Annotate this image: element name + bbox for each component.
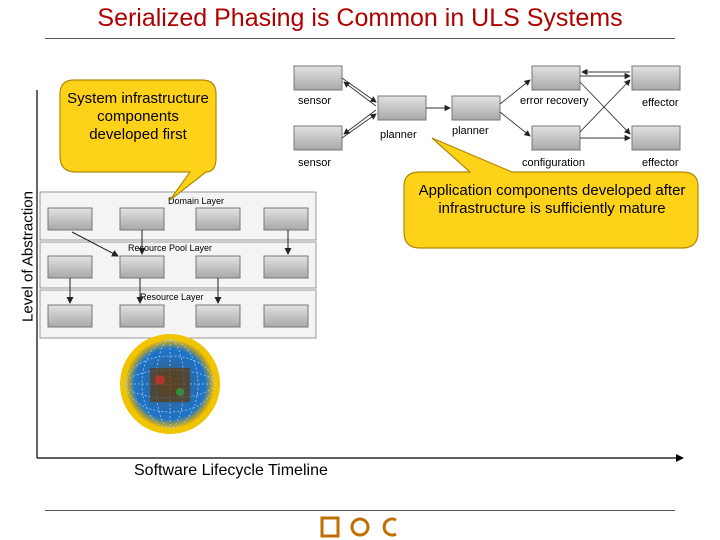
- error-recovery-label: error recovery: [520, 95, 589, 107]
- domain-component: [195, 207, 241, 231]
- layer-arrow: [71, 231, 119, 257]
- resource-pool-component: [47, 255, 93, 279]
- effector-bottom-box: [631, 125, 681, 151]
- domain-component: [263, 207, 309, 231]
- planner-right-label: planner: [452, 125, 489, 137]
- sensor-top-label: sensor: [298, 95, 331, 107]
- infrastructure-callout: [59, 79, 217, 201]
- domain-component: [47, 207, 93, 231]
- sensor-bottom-box: [293, 125, 343, 151]
- planner-left-label: planner: [380, 129, 417, 141]
- x-axis-arrow: [676, 454, 684, 462]
- resource-pool-component: [195, 255, 241, 279]
- doc-logo: [320, 516, 397, 538]
- app-diagram: sensor sensor planner planner error reco…: [293, 65, 681, 169]
- resource-pool-component: [263, 255, 309, 279]
- effector-bottom-label: effector: [642, 157, 679, 169]
- sensor-bottom-label: sensor: [298, 157, 331, 169]
- domain-component: [119, 207, 165, 231]
- resource-component: [195, 304, 241, 328]
- layer-stack: Domain Layer Resource Pool Layer Resourc…: [39, 191, 317, 339]
- error-recovery-box: [531, 65, 581, 91]
- resource-component: [47, 304, 93, 328]
- configuration-label: configuration: [522, 157, 585, 169]
- configuration-box: [531, 125, 581, 151]
- domain-layer-label: Domain Layer: [168, 196, 224, 206]
- effector-top-label: effector: [642, 97, 679, 109]
- infrastructure-callout-text: System infrastructure components develop…: [67, 90, 209, 143]
- resource-pool-component: [119, 255, 165, 279]
- planner-right-box: [451, 95, 501, 121]
- sensor-top-box: [293, 65, 343, 91]
- resource-component: [119, 304, 165, 328]
- application-callout-text: Application components developed after i…: [418, 182, 686, 217]
- effector-top-box: [631, 65, 681, 91]
- planner-left-box: [377, 95, 427, 121]
- resource-layer-label: Resource Layer: [140, 292, 204, 302]
- footer-divider: [45, 510, 675, 511]
- title-divider: [45, 38, 675, 39]
- globe-icon: [120, 334, 220, 434]
- resource-component: [263, 304, 309, 328]
- resource-pool-layer-label: Resource Pool Layer: [128, 243, 212, 253]
- slide-title: Serialized Phasing is Common in ULS Syst…: [97, 4, 623, 32]
- application-callout: [403, 137, 699, 249]
- x-axis-label: Software Lifecycle Timeline: [134, 462, 328, 479]
